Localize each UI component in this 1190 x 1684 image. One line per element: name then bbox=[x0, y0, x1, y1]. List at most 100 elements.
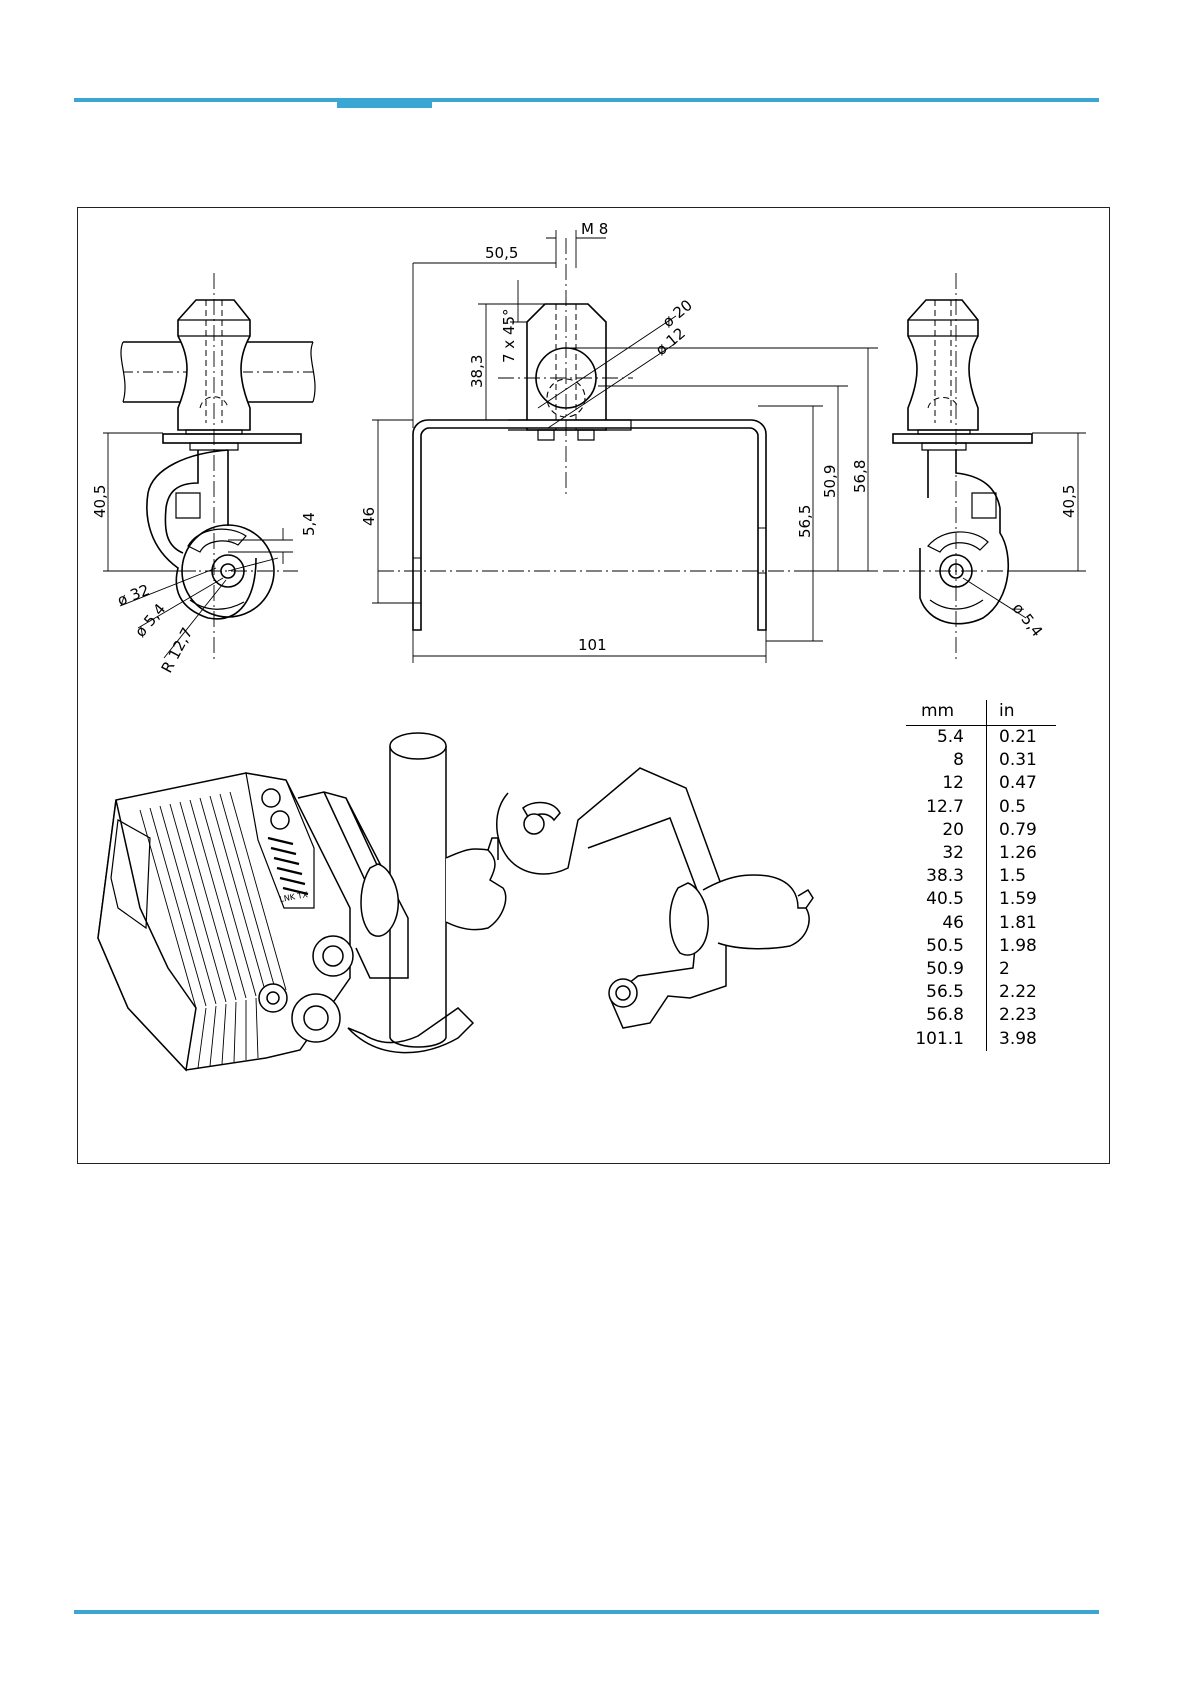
dim-right-dia-5-4: ø 5,4 bbox=[1009, 599, 1046, 640]
right-base-plate bbox=[893, 434, 1032, 443]
header-rule-tab bbox=[337, 98, 432, 108]
header-mm: mm bbox=[906, 700, 987, 725]
iso-bracket-knob-tip bbox=[798, 890, 813, 908]
left-base-plate bbox=[163, 434, 301, 443]
iso-connector-3 bbox=[259, 984, 287, 1012]
left-slot-lower bbox=[190, 600, 244, 609]
iso-pipe bbox=[390, 746, 446, 1038]
cell-mm: 56.8 bbox=[906, 1004, 987, 1027]
table-row: 50.92 bbox=[906, 958, 1056, 981]
dim-left-r-12-7: R 12,7 bbox=[158, 625, 197, 676]
iso-bracket-screw-top bbox=[524, 814, 544, 834]
cell-mm: 5.4 bbox=[906, 726, 987, 749]
center-front-view: M 8 50,5 38,3 7 x 45° ø 20 ø 12 46 101 5… bbox=[360, 220, 878, 663]
dim-left-40-5: 40,5 bbox=[91, 485, 109, 518]
cell-mm: 20 bbox=[906, 819, 987, 842]
cell-in: 2.22 bbox=[987, 981, 1037, 1004]
cell-mm: 8 bbox=[906, 749, 987, 772]
center-dim-56-8 bbox=[566, 348, 878, 571]
cell-mm: 32 bbox=[906, 842, 987, 865]
cell-mm: 50.5 bbox=[906, 935, 987, 958]
dim-center-56-5: 56,5 bbox=[796, 505, 814, 538]
center-dim-101 bbox=[413, 603, 766, 663]
cell-mm: 12.7 bbox=[906, 796, 987, 819]
left-side-view: 40,5 5,4 ø 32 ø 5,4 R 12,7 bbox=[91, 273, 318, 676]
cell-in: 0.5 bbox=[987, 796, 1026, 819]
dim-left-5-4: 5,4 bbox=[300, 512, 318, 536]
table-row: 38.31.5 bbox=[906, 865, 1056, 888]
cell-in: 1.5 bbox=[987, 865, 1026, 888]
right-side-view: 40,5 ø 5,4 bbox=[883, 273, 1086, 663]
iso-clamp-ring bbox=[361, 864, 398, 936]
cell-in: 0.79 bbox=[987, 819, 1037, 842]
iso-connector-1 bbox=[313, 936, 353, 976]
left-slot-upper bbox=[188, 529, 246, 552]
right-bracket-hook bbox=[920, 450, 1008, 624]
iso-bracket-alone bbox=[497, 768, 813, 1028]
iso-bracket-knob bbox=[703, 875, 809, 949]
header-in: in bbox=[987, 700, 1015, 725]
center-dim-50-9 bbox=[598, 386, 848, 571]
center-side-slots bbox=[413, 528, 766, 573]
cell-in: 1.59 bbox=[987, 888, 1037, 911]
footer-rule bbox=[74, 1610, 1099, 1614]
left-dim-40-5 bbox=[103, 433, 196, 571]
dim-center-46: 46 bbox=[360, 507, 378, 526]
dim-center-56-8: 56,8 bbox=[851, 460, 869, 493]
dim-center-chamfer: 7 x 45° bbox=[500, 308, 518, 363]
header-rule-right bbox=[432, 98, 1099, 102]
cell-in: 1.81 bbox=[987, 912, 1037, 935]
cell-mm: 40.5 bbox=[906, 888, 987, 911]
dim-center-dia-12: ø 12 bbox=[652, 324, 689, 359]
cell-mm: 46 bbox=[906, 912, 987, 935]
cell-mm: 101.1 bbox=[906, 1028, 987, 1051]
cell-in: 1.98 bbox=[987, 935, 1037, 958]
dimension-drawing-frame: 40,5 5,4 ø 32 ø 5,4 R 12,7 bbox=[77, 207, 1110, 1164]
table-row: 50.51.98 bbox=[906, 935, 1056, 958]
left-bracket-inner bbox=[176, 493, 200, 518]
dim-center-50-9: 50,9 bbox=[821, 465, 839, 498]
dim-center-m8: M 8 bbox=[581, 220, 608, 238]
table-row: 56.52.22 bbox=[906, 981, 1056, 1004]
iso-connector-2 bbox=[292, 994, 340, 1042]
center-bracket-u bbox=[413, 420, 766, 630]
right-slot-lower bbox=[930, 600, 983, 609]
right-bracket-inner bbox=[972, 493, 996, 518]
iso-pipe-top bbox=[390, 733, 446, 759]
iso-knob bbox=[446, 849, 506, 930]
dim-right-40-5: 40,5 bbox=[1060, 485, 1078, 518]
cell-mm: 12 bbox=[906, 772, 987, 795]
cell-in: 3.98 bbox=[987, 1028, 1037, 1051]
table-row: 120.47 bbox=[906, 772, 1056, 795]
left-bracket-hook-outer bbox=[147, 450, 256, 619]
cell-mm: 38.3 bbox=[906, 865, 987, 888]
dim-center-50-5: 50,5 bbox=[485, 244, 518, 262]
iso-bracket-screw-bottom bbox=[609, 979, 637, 1007]
conversion-table-header: mm in bbox=[906, 700, 1056, 726]
cell-in: 2.23 bbox=[987, 1004, 1037, 1027]
dim-center-38-3: 38,3 bbox=[468, 355, 486, 388]
dim-center-101: 101 bbox=[578, 636, 607, 654]
cell-in: 1.26 bbox=[987, 842, 1037, 865]
cell-in: 0.21 bbox=[987, 726, 1037, 749]
right-slot-upper bbox=[928, 532, 988, 552]
cell-in: 2 bbox=[987, 958, 1010, 981]
header-rule-left bbox=[74, 98, 337, 102]
cell-mm: 56.5 bbox=[906, 981, 987, 1004]
cell-mm: 50.9 bbox=[906, 958, 987, 981]
cell-in: 0.31 bbox=[987, 749, 1037, 772]
dim-left-dia-5-4: ø 5,4 bbox=[131, 600, 169, 641]
iso-device-on-pipe: LNK TX bbox=[98, 733, 506, 1070]
cell-in: 0.47 bbox=[987, 772, 1037, 795]
